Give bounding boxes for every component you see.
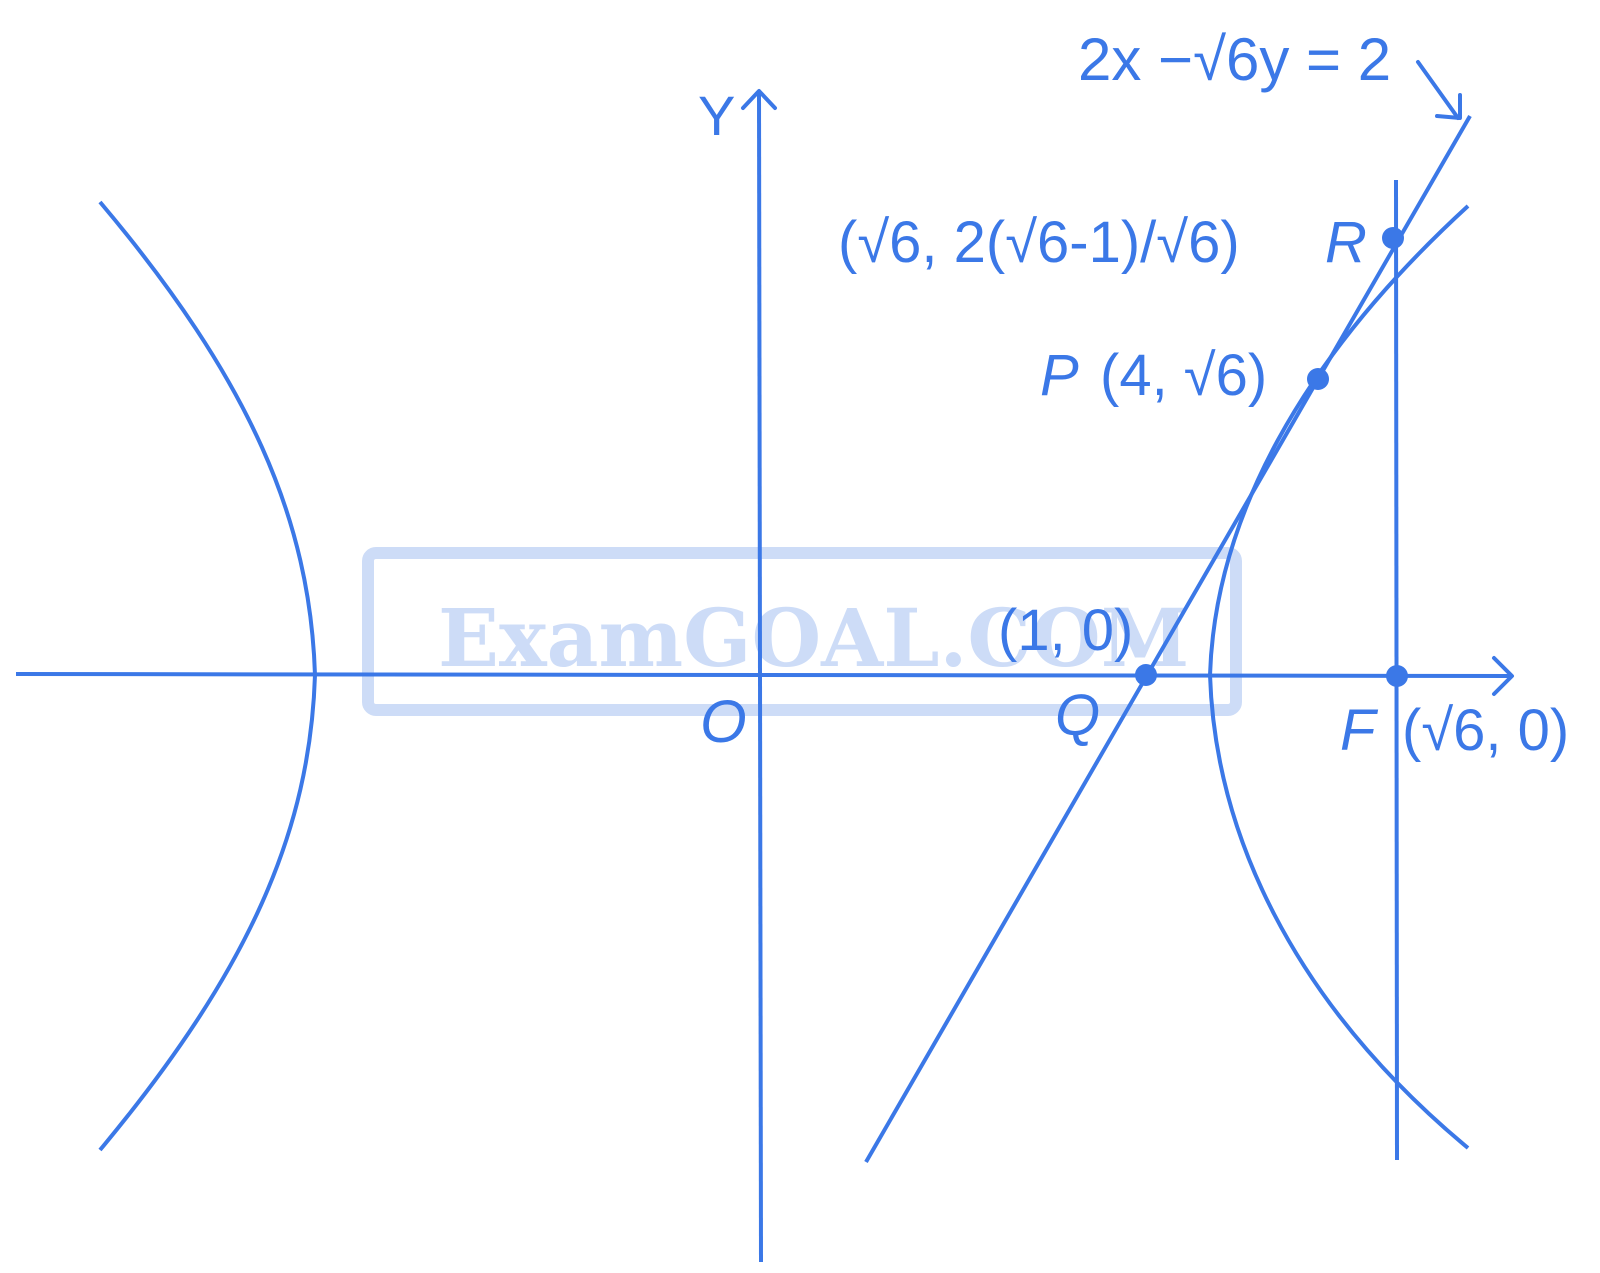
x-axis-arrow-icon [1492, 656, 1514, 696]
watermark-text: ExamGOAL.COM [438, 591, 1189, 685]
y-axis [741, 89, 777, 1263]
y-axis-label: Y [698, 84, 735, 147]
point-f-label: F [1340, 698, 1379, 763]
point-r-marker [1382, 227, 1404, 249]
line-equation-label: 2x −√6y = 2 [1078, 26, 1391, 93]
point-p-coords: (4, √6) [1100, 343, 1267, 408]
point-f-marker [1386, 665, 1408, 687]
hyperbola-left-branch [98, 200, 318, 1152]
equation-pointer-arrow-icon [1416, 60, 1462, 120]
point-f-coords: (√6, 0) [1402, 698, 1569, 763]
x-axis [15, 656, 1514, 696]
point-p-label: P [1040, 343, 1079, 408]
y-axis-arrow-icon [741, 89, 777, 110]
point-q-marker [1135, 664, 1157, 686]
point-r-coords: (√6, 2(√6-1)/√6) [838, 210, 1240, 275]
tangent-line [864, 114, 1472, 1164]
point-r-label: R [1325, 210, 1367, 275]
origin-label: O [700, 688, 747, 755]
point-q-coords: (1, 0) [998, 598, 1133, 663]
watermark: ExamGOAL.COM [362, 547, 1242, 716]
point-q-label: Q [1055, 683, 1100, 748]
point-p-marker [1307, 368, 1329, 390]
